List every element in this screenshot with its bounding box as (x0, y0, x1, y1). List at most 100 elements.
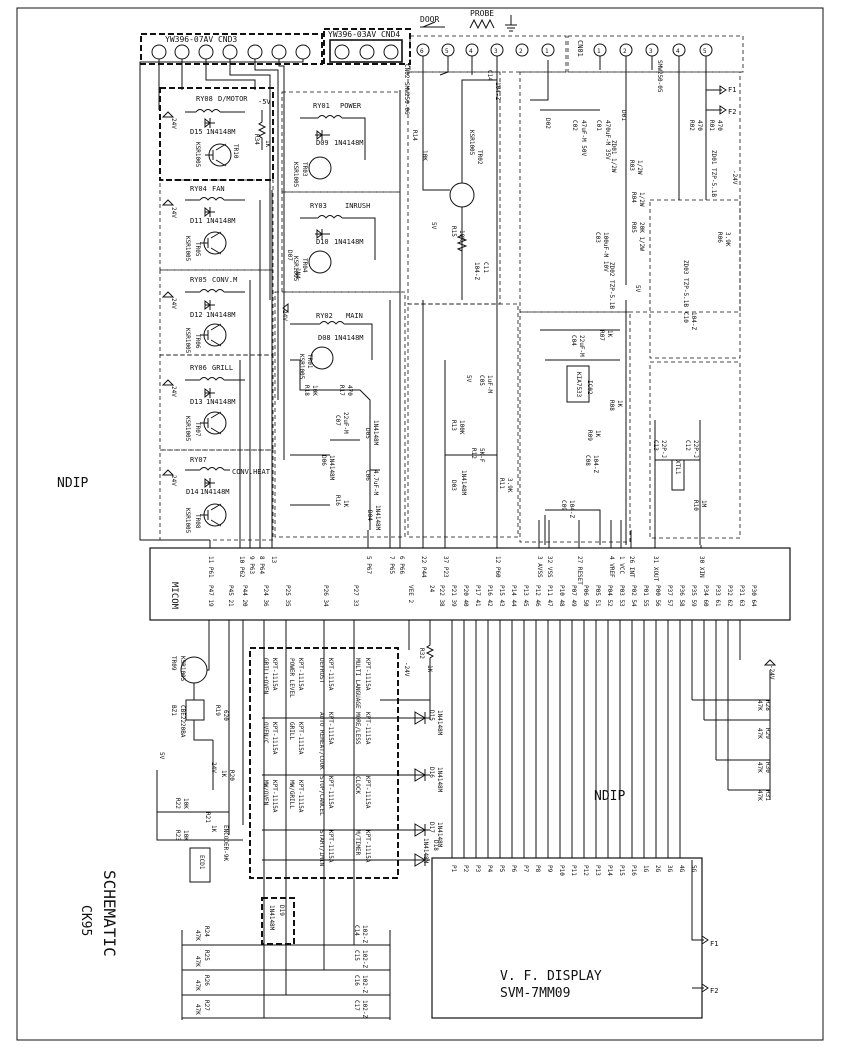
svg-text:10K: 10K (311, 385, 318, 396)
svg-text:24V: 24V (170, 475, 177, 486)
svg-text:1N4148M: 1N4148M (422, 838, 429, 864)
svg-text:P6: P6 (510, 865, 517, 873)
svg-text:P07 49: P07 49 (570, 585, 577, 607)
svg-text:C09: C09 (560, 500, 567, 511)
svg-text:1N4148M: 1N4148M (206, 128, 236, 136)
svg-text:F2: F2 (710, 987, 718, 995)
svg-text:P45 21: P45 21 (227, 585, 234, 607)
svg-text:D14: D14 (186, 488, 199, 496)
svg-text:C08: C08 (584, 455, 591, 466)
svg-text:KSR1005: KSR1005 (298, 354, 305, 380)
svg-text:TR04: TR04 (301, 258, 308, 273)
svg-text:1K: 1K (606, 330, 613, 338)
svg-text:1N4148M: 1N4148M (374, 505, 381, 531)
svg-text:KPT-1115A: KPT-1115A (364, 658, 371, 691)
svg-text:47K: 47K (194, 956, 201, 967)
svg-text:MW/OVEN: MW/OVEN (262, 780, 269, 806)
outer-frame (16, 7, 824, 1041)
svg-text:KPT-1115A: KPT-1115A (271, 658, 278, 691)
micom-label: MICOM (169, 582, 179, 610)
svg-text:C06: C06 (364, 470, 371, 481)
svg-text:P20 40: P20 40 (462, 585, 469, 607)
svg-text:47uF-M 50V: 47uF-M 50V (580, 120, 587, 157)
svg-text:P9: P9 (546, 865, 553, 873)
relay-ry08: RY08 D/MOTOR D15 1N4148M TR10 KSR1005 24… (161, 95, 248, 168)
svg-text:P15: P15 (618, 865, 625, 876)
svg-text:31 XOUT: 31 XOUT (652, 556, 659, 582)
cnd3-label: YW396-07AV CND3 (165, 35, 237, 44)
svg-text:D07: D07 (286, 250, 293, 261)
svg-text:D18: D18 (432, 840, 439, 851)
svg-text:R20: R20 (228, 770, 235, 781)
svg-text:1uF-M: 1uF-M (486, 375, 493, 393)
svg-text:2: 2 (519, 48, 523, 55)
svg-text:ZD01 TZP-5.1B: ZD01 TZP-5.1B (710, 150, 717, 197)
svg-text:P35 59: P35 59 (690, 585, 697, 607)
svg-text:R04: R04 (630, 192, 637, 203)
svg-text:CLOCK: CLOCK (354, 776, 361, 794)
svg-text:D13: D13 (190, 398, 203, 406)
svg-text:R19: R19 (214, 705, 221, 716)
svg-text:D15: D15 (190, 128, 203, 136)
svg-text:C12: C12 (684, 440, 691, 451)
svg-text:30 XIN: 30 XIN (698, 556, 705, 578)
svg-text:P44 20: P44 20 (241, 585, 248, 607)
svg-text:1N4148M: 1N4148M (206, 311, 236, 319)
svg-text:470: 470 (716, 120, 723, 131)
svg-text:3: 3 (494, 48, 498, 55)
svg-text:1N4: 1N4 (294, 268, 301, 279)
svg-text:RY07: RY07 (190, 456, 207, 464)
svg-text:CONV.M: CONV.M (212, 276, 237, 284)
svg-text:10K: 10K (182, 798, 189, 809)
probe-label: PROBE (470, 9, 494, 18)
svg-text:R25: R25 (203, 950, 210, 961)
svg-text:P17 41: P17 41 (474, 585, 481, 607)
svg-text:KSR1005: KSR1005 (179, 656, 186, 682)
svg-text:MAIN: MAIN (346, 312, 363, 320)
svg-text:1G: 1G (642, 865, 649, 873)
svg-text:100uF-M 10V: 100uF-M 10V (602, 232, 609, 272)
svg-text:1N4148M: 1N4148M (200, 488, 230, 496)
svg-text:5: 5 (445, 48, 449, 55)
svg-text:37 P23: 37 P23 (442, 556, 449, 578)
svg-text:TR10: TR10 (232, 144, 239, 159)
svg-text:P02 54: P02 54 (630, 585, 637, 607)
svg-text:ZD02 TZP-5.1B: ZD02 TZP-5.1B (608, 262, 615, 309)
svg-text:1N4148M: 1N4148M (206, 398, 236, 406)
svg-text:5: 5 (703, 48, 707, 55)
cn01-label: CN01 (576, 40, 584, 57)
svg-text:5V: 5V (158, 752, 165, 760)
svg-text:104-Z: 104-Z (568, 500, 575, 518)
svg-text:R02: R02 (688, 120, 695, 131)
svg-text:1M: 1M (700, 500, 707, 508)
svg-text:R26: R26 (203, 975, 210, 986)
svg-text:STOP/CANCEL: STOP/CANCEL (318, 776, 325, 816)
svg-text:P5: P5 (498, 865, 505, 873)
svg-text:R08: R08 (608, 400, 615, 411)
svg-text:3.9K: 3.9K (506, 478, 513, 493)
svg-text:R32: R32 (418, 648, 425, 659)
ndip-label-right: NDIP (594, 789, 625, 804)
svg-text:ZD01 1/2W: ZD01 1/2W (610, 140, 617, 173)
relay-ry02: RY02 MAIN 24V D08 1N4148M TR01 KSR1005 (281, 302, 373, 380)
svg-text:C17: C17 (353, 1000, 360, 1011)
svg-text:D06: D06 (320, 455, 327, 466)
svg-text:P00 56: P00 56 (654, 585, 661, 607)
svg-text:VEE 2: VEE 2 (407, 585, 414, 603)
relay-ry04: RY04 FAN D11 1N4148M TR05 KSR1005 24V (161, 185, 245, 262)
svg-text:P15 43: P15 43 (498, 585, 505, 607)
svg-text:3.9K: 3.9K (724, 232, 731, 247)
svg-text:R15: R15 (450, 226, 457, 237)
svg-text:R17: R17 (338, 385, 345, 396)
svg-text:R06: R06 (716, 232, 723, 243)
svg-text:P31 63: P31 63 (738, 585, 745, 607)
svg-text:KPT-1115A: KPT-1115A (364, 776, 371, 809)
svg-text:C07: C07 (334, 415, 341, 426)
svg-text:P03 53: P03 53 (618, 585, 625, 607)
svg-text:ENCODER-9K: ENCODER-9K (222, 825, 229, 862)
svg-text:47K: 47K (756, 790, 763, 801)
svg-text:1N4148M: 1N4148M (334, 139, 364, 147)
svg-text:-24V: -24V (403, 662, 410, 677)
svg-text:1K: 1K (616, 400, 623, 408)
svg-text:1N4148M: 1N4148M (268, 905, 275, 931)
